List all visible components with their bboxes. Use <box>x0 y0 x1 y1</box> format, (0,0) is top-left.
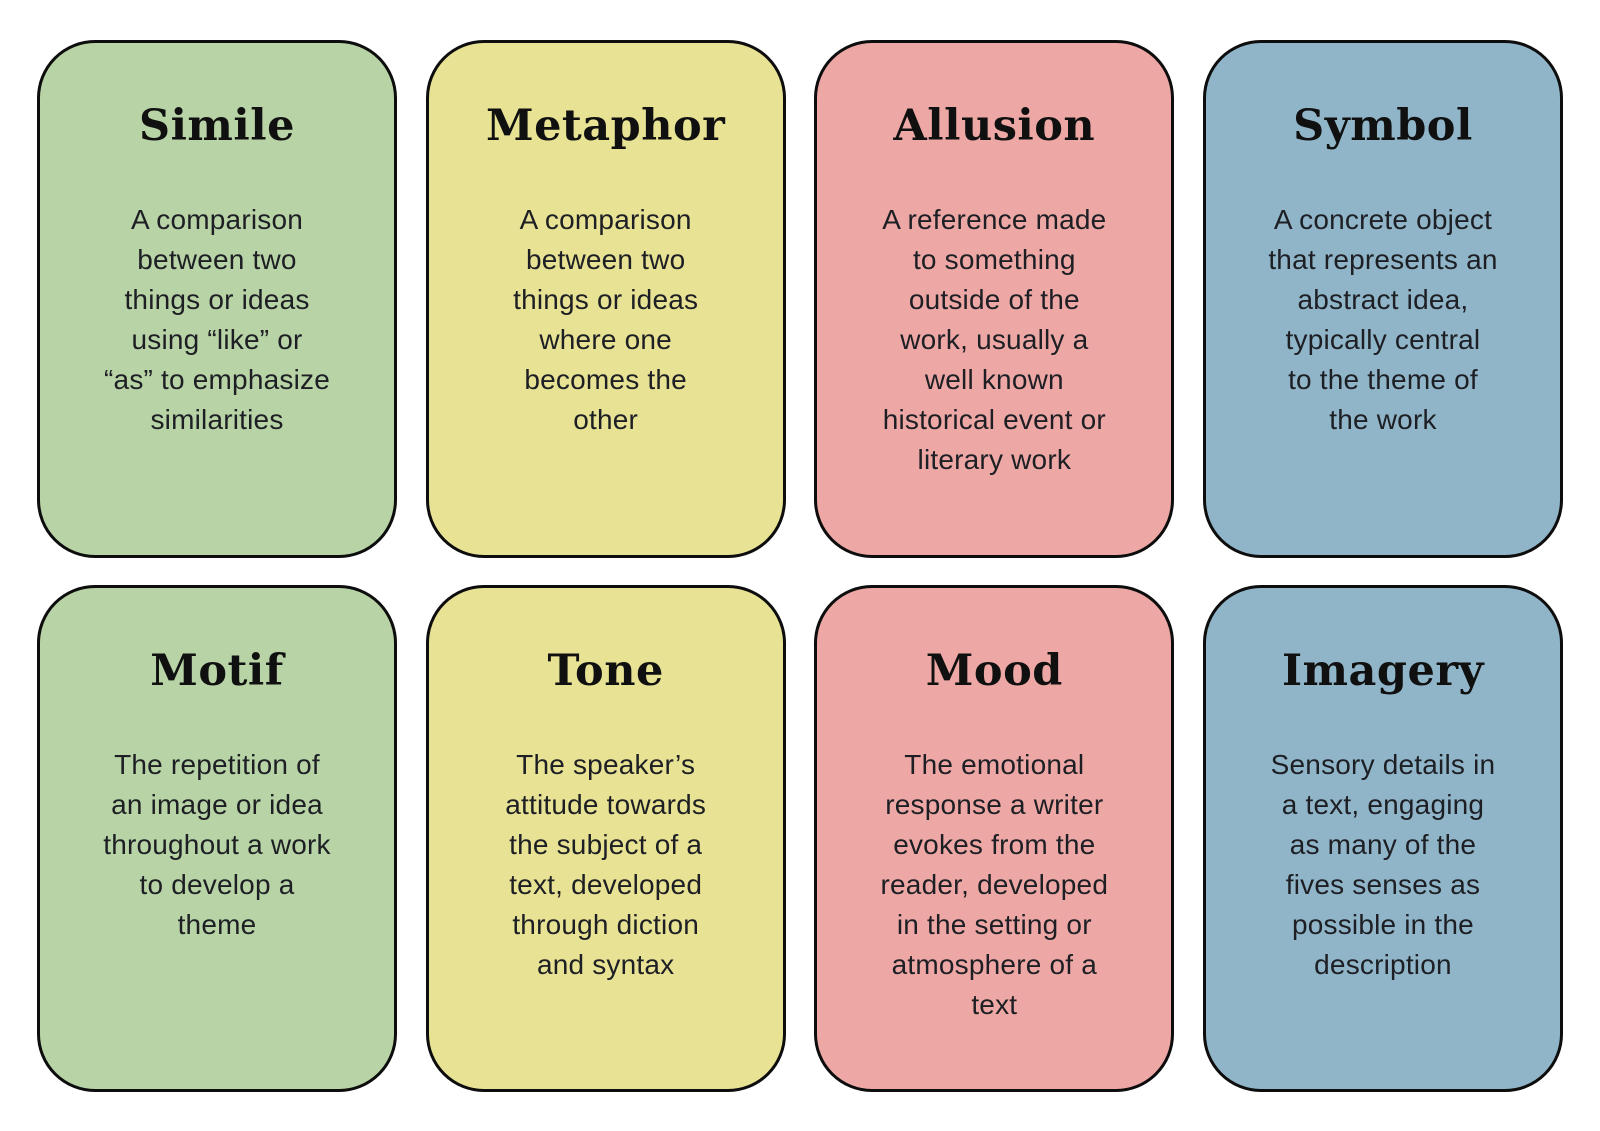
card-definition: A concrete object that represents an abs… <box>1268 204 1498 436</box>
card-title: Simile <box>139 101 295 151</box>
card-metaphor: Metaphor A comparison between two things… <box>425 40 786 558</box>
card-title: Imagery <box>1281 646 1484 696</box>
card-definition: The emotional response a writer evokes f… <box>880 749 1109 1021</box>
card-title: Tone <box>547 646 664 696</box>
card-definition: A comparison between two things or ideas… <box>513 204 699 436</box>
card-imagery: Imagery Sensory details in a text, engag… <box>1202 585 1563 1092</box>
card-title: Motif <box>150 646 284 696</box>
card-simile: Simile A comparison between two things o… <box>37 40 397 558</box>
card-definition: The repetition of an image or idea throu… <box>103 749 331 941</box>
card-definition: A comparison between two things or ideas… <box>104 204 330 436</box>
card-definition: Sensory details in a text, engaging as m… <box>1270 749 1496 981</box>
card-symbol: Symbol A concrete object that represents… <box>1202 40 1563 558</box>
card-mood: Mood The emotional response a writer evo… <box>814 585 1175 1092</box>
card-title: Allusion <box>893 101 1096 151</box>
card-definition: A reference made to something outside of… <box>882 204 1107 476</box>
card-title: Symbol <box>1293 101 1473 151</box>
card-motif: Motif The repetition of an image or idea… <box>37 585 397 1092</box>
card-allusion: Allusion A reference made to something o… <box>814 40 1175 558</box>
card-tone: Tone The speaker’s attitude towards the … <box>425 585 786 1092</box>
card-title: Metaphor <box>485 101 726 151</box>
card-title: Mood <box>925 646 1063 696</box>
card-definition: The speaker’s attitude towards the subje… <box>505 749 707 981</box>
